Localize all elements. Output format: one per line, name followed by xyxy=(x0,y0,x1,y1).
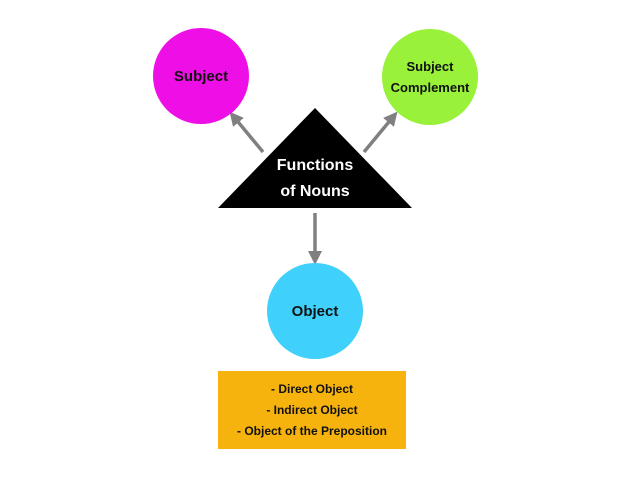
subject-circle xyxy=(153,28,249,124)
subject-label: Subject xyxy=(174,68,228,85)
object-type-item: - Object of the Preposition xyxy=(236,423,387,438)
object-circle xyxy=(267,263,363,359)
subject-node: Subject xyxy=(153,28,249,124)
object-node: Object xyxy=(267,263,363,359)
center-title-line2: of Nouns xyxy=(280,183,349,200)
object-type-item: - Direct Object xyxy=(270,381,354,396)
center-triangle xyxy=(218,108,412,208)
arrow-to-subject xyxy=(229,111,265,154)
subject-complement-node: Subject Complement xyxy=(382,29,478,125)
subject-complement-label-line2: Complement xyxy=(391,80,470,95)
subject-complement-circle xyxy=(382,29,478,125)
functions-of-nouns-node: Functions of Nouns xyxy=(218,108,412,208)
object-types-box: - Direct Object - Indirect Object - Obje… xyxy=(218,371,406,449)
object-label: Object xyxy=(292,303,339,320)
object-type-item: - Indirect Object xyxy=(266,402,358,417)
arrow-to-subject-complement xyxy=(362,111,398,154)
center-title-line1: Functions xyxy=(277,157,354,174)
subject-complement-label-line1: Subject xyxy=(407,59,455,74)
